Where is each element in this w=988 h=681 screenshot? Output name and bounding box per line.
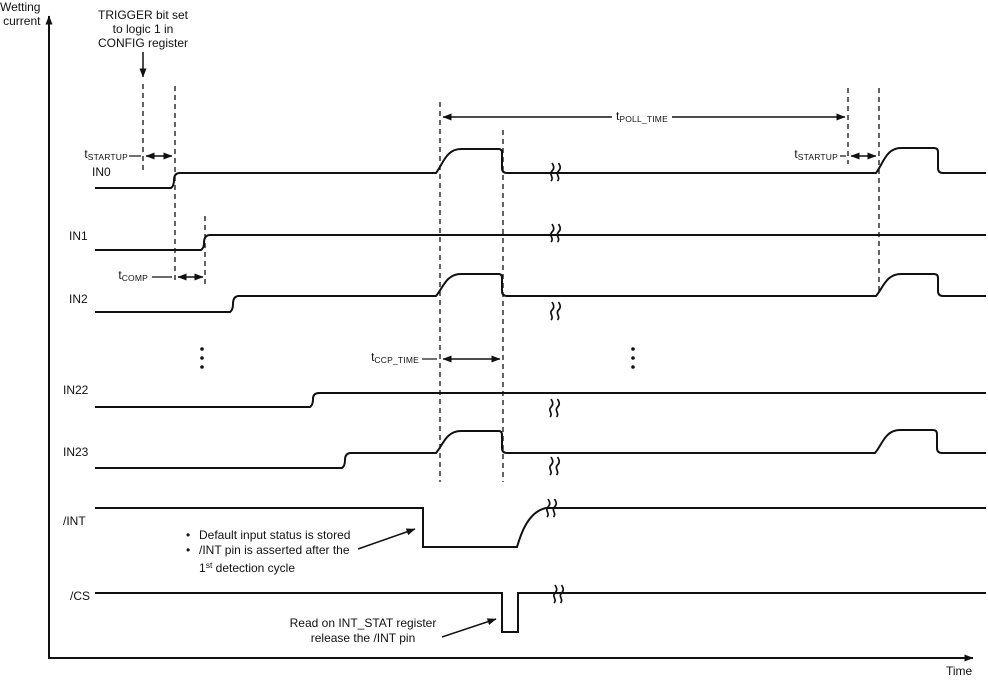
waveform-in23 [95,429,986,469]
waveform-int [95,507,986,548]
break-symbol-in22 [549,398,561,418]
cs-note: Read on INT_STAT register release the /I… [289,616,437,645]
signal-label-cs: /CS [70,589,91,603]
t-poll-time-label: tPOLL_TIME [601,109,683,126]
cs-note-arrow [441,618,497,638]
y-axis-label: Wetting current [0,0,41,28]
break-symbol-in2 [550,301,562,321]
signal-label-in1: IN1 [69,229,88,243]
signal-label-int: /INT [63,514,86,528]
t-startup2-label: tSTARTUP [794,147,838,162]
waveform-in1 [95,234,986,251]
signal-label-in2: IN2 [69,292,88,306]
break-symbol-in1 [550,223,562,243]
int-note: • Default input status is stored • /INT … [186,528,351,575]
waveform-in22 [95,392,986,408]
t-ccp-time-label: tCCP_TIME [371,350,419,365]
t-comp-label: tCOMP [118,268,148,283]
int-note-arrow [357,528,416,550]
signal-label-in23: IN23 [63,445,89,459]
x-axis-label: Time [946,664,973,678]
bullet-icon: • [186,528,191,542]
waveform-in0 [95,147,986,189]
vertical-ellipsis-right [631,347,635,369]
t-startup1-label: tSTARTUP [84,147,128,162]
vertical-ellipsis-left [200,347,204,369]
bullet-icon: • [186,543,191,557]
signal-label-in0: IN0 [92,165,111,179]
trigger-note: TRIGGER bit set to logic 1 in CONFIG reg… [97,8,189,50]
waveform-in2 [95,273,986,313]
break-symbol-in23 [549,456,561,476]
waveform-cs [95,592,986,633]
signal-label-in22: IN22 [63,383,89,397]
